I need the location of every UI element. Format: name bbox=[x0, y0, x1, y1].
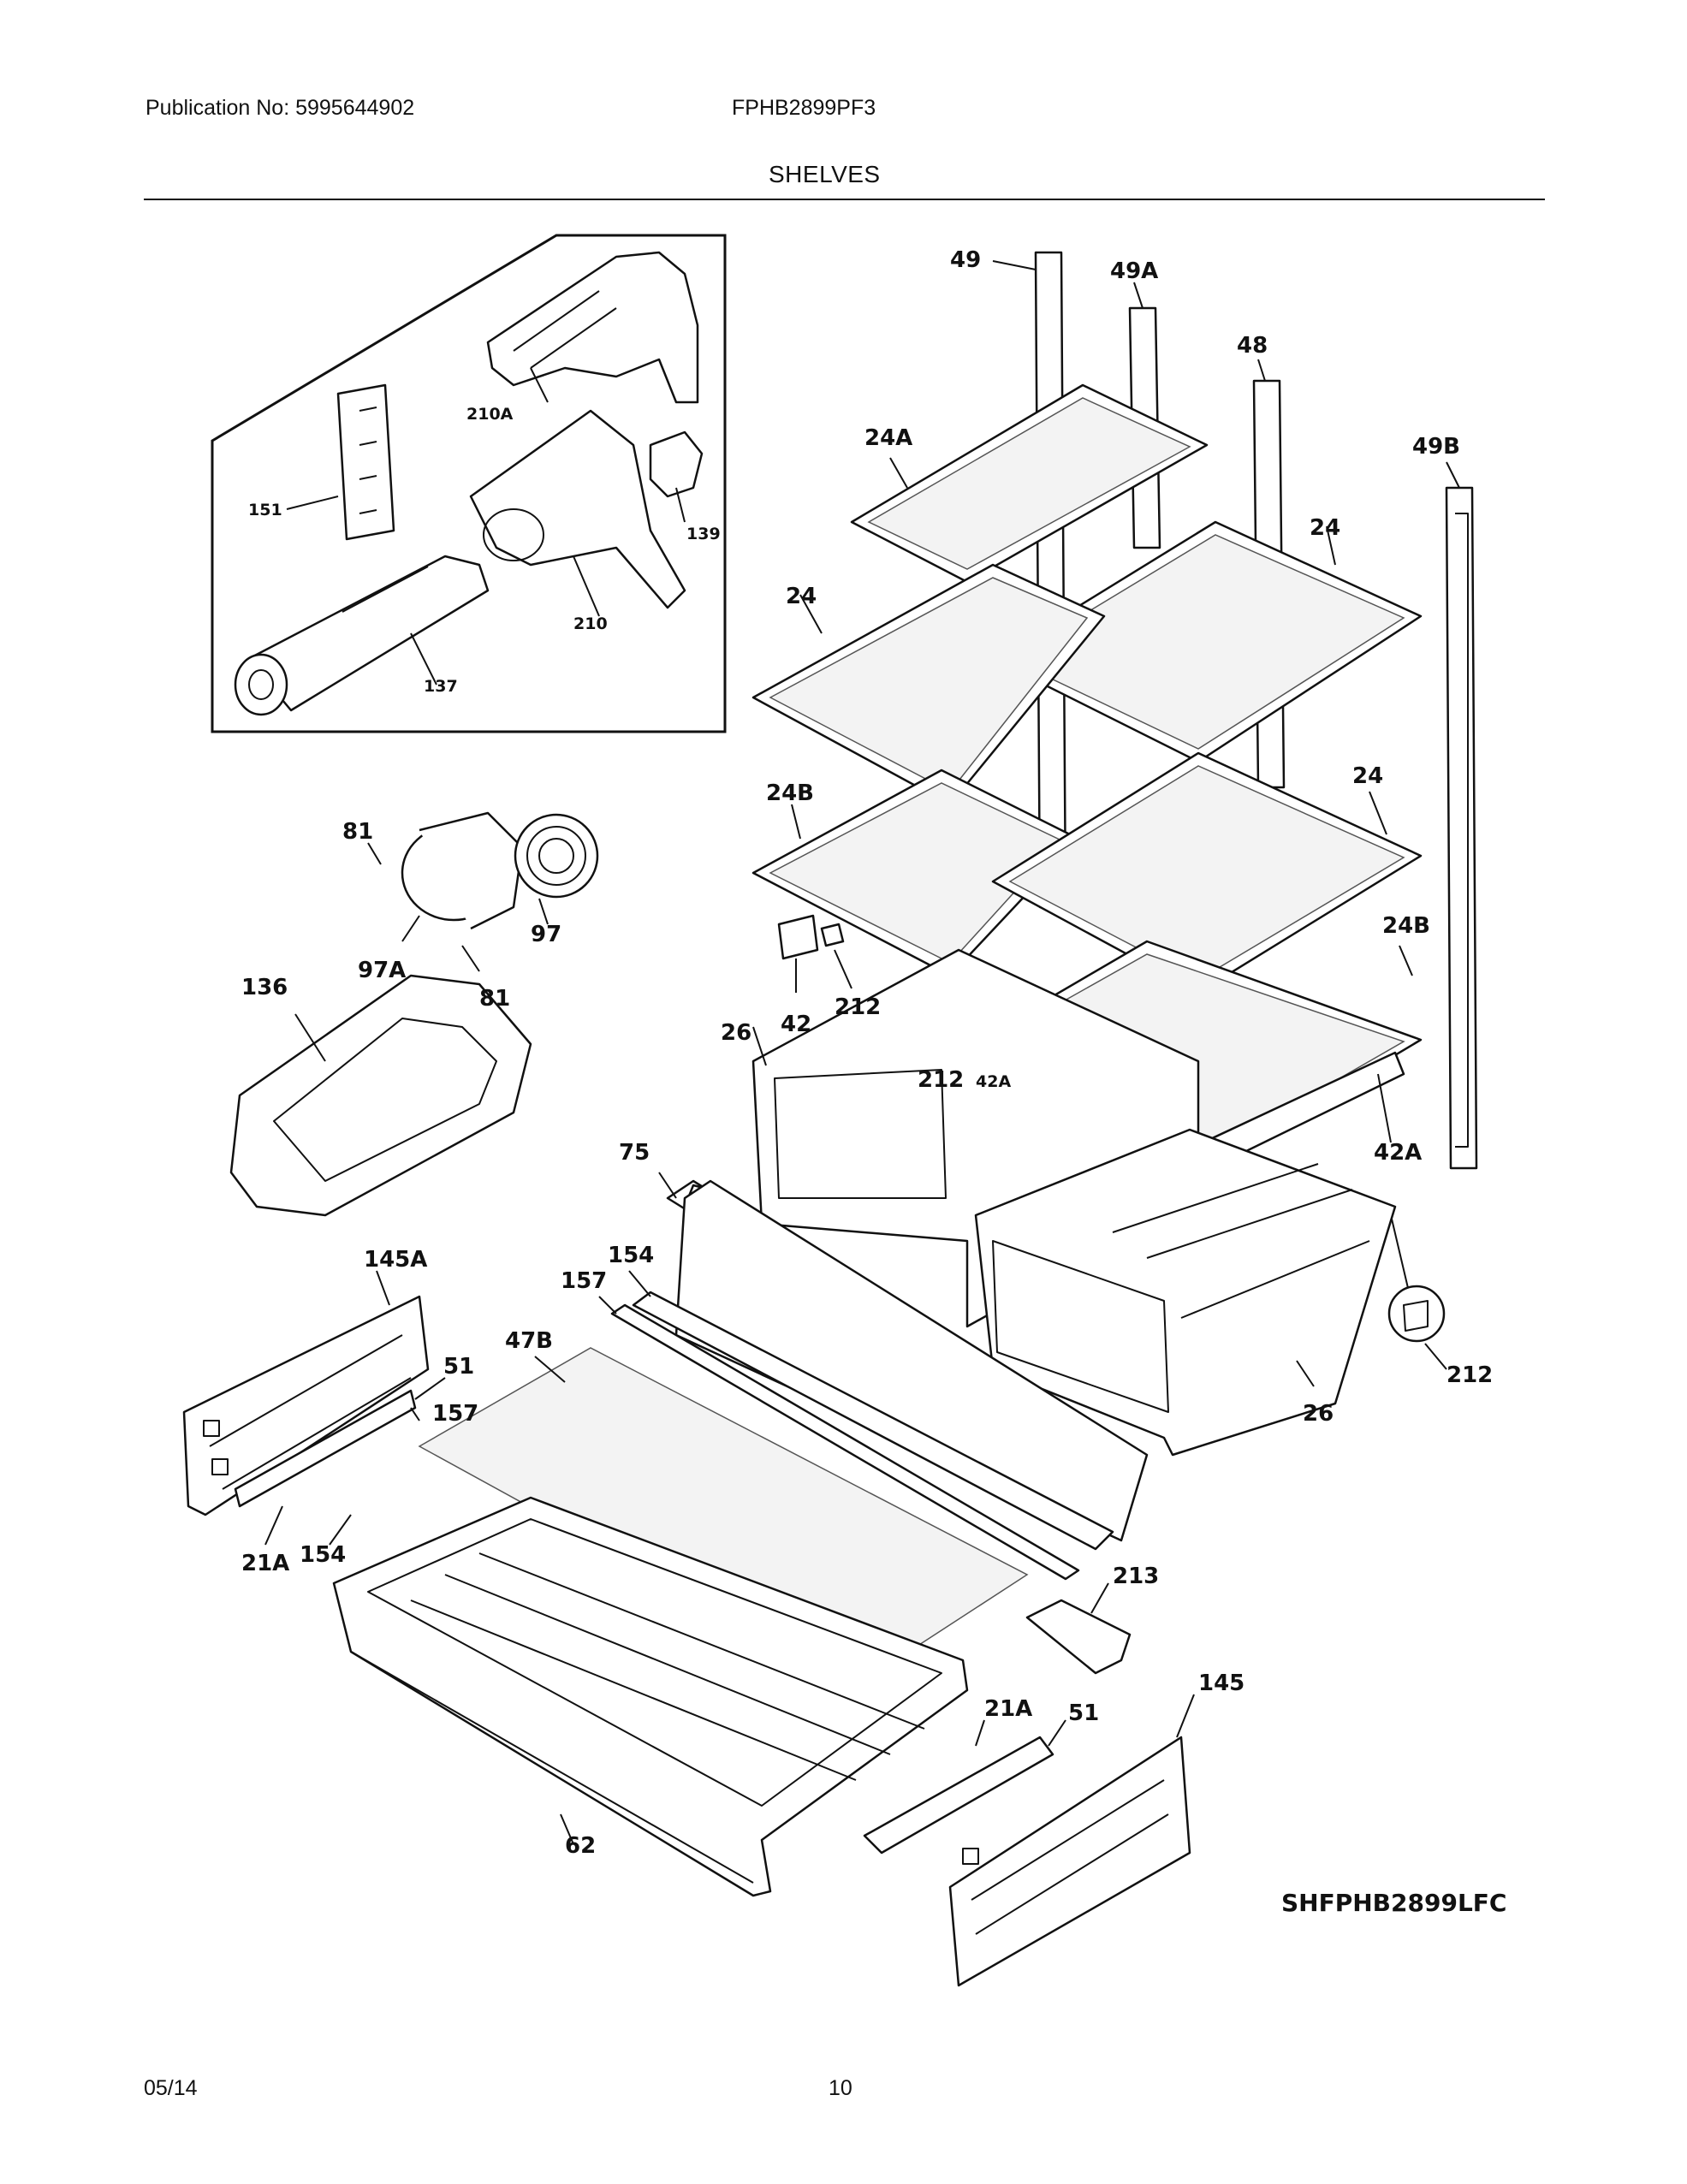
callout-97: 97 bbox=[531, 922, 561, 947]
callout-62: 62 bbox=[565, 1833, 596, 1859]
callout-24B-left: 24B bbox=[766, 780, 814, 806]
header-rule bbox=[144, 199, 1545, 200]
callout-212-b: 212 bbox=[918, 1067, 964, 1093]
callout-26-left: 26 bbox=[721, 1020, 751, 1046]
callout-42: 42 bbox=[781, 1012, 811, 1037]
slide-cover-145-part bbox=[948, 1736, 1191, 1987]
callout-51-left: 51 bbox=[443, 1354, 474, 1380]
slide-cover-145A-part bbox=[182, 1295, 430, 1516]
callout-49: 49 bbox=[950, 247, 981, 273]
callout-49B: 49B bbox=[1412, 434, 1460, 460]
callout-212-right: 212 bbox=[1446, 1362, 1493, 1388]
callout-81-top: 81 bbox=[342, 819, 373, 845]
callout-24B-right: 24B bbox=[1382, 913, 1430, 939]
clip-212-part bbox=[820, 923, 845, 947]
callout-24-top-right: 24 bbox=[1310, 515, 1340, 541]
water-filter-cartridge-part bbox=[247, 555, 490, 712]
callout-24-mid-right: 24 bbox=[1352, 763, 1383, 789]
callout-210: 210 bbox=[573, 614, 608, 633]
section-title: SHELVES bbox=[769, 161, 881, 187]
crisper-drawers bbox=[751, 948, 1397, 1457]
trim-157-part bbox=[610, 1303, 1080, 1581]
pantry-cover-assembly bbox=[418, 1172, 1149, 1687]
water-valve-part bbox=[649, 430, 704, 498]
slide-assembly-left bbox=[182, 1270, 446, 1546]
rail-49B-part bbox=[1445, 486, 1478, 1170]
callout-49A: 49A bbox=[1110, 258, 1158, 284]
callout-47B: 47B bbox=[505, 1328, 553, 1354]
rail-49-part bbox=[1034, 251, 1067, 909]
trim-154-part bbox=[632, 1291, 1114, 1551]
model-number: FPHB2899PF3 bbox=[732, 96, 876, 120]
fan-assembly bbox=[367, 811, 599, 972]
callout-157-left: 157 bbox=[432, 1401, 478, 1427]
water-filter-inset bbox=[211, 234, 727, 733]
callout-212-a: 212 bbox=[835, 994, 881, 1020]
callout-21A-right: 21A bbox=[984, 1696, 1032, 1722]
callout-48: 48 bbox=[1237, 333, 1268, 359]
diagram-code: SHFPHB2899LFC bbox=[1281, 1889, 1506, 1917]
callout-210A: 210A bbox=[466, 405, 514, 424]
callout-24A: 24A bbox=[864, 425, 912, 451]
door-bin-136 bbox=[229, 974, 532, 1217]
footer-date: 05/14 bbox=[144, 2076, 198, 2100]
callout-75: 75 bbox=[619, 1140, 650, 1166]
callout-145A: 145A bbox=[364, 1247, 427, 1273]
callout-213: 213 bbox=[1113, 1564, 1159, 1589]
callout-51-right: 51 bbox=[1068, 1700, 1099, 1726]
callout-157-top: 157 bbox=[561, 1268, 607, 1294]
callout-97A: 97A bbox=[358, 958, 406, 983]
clip-212-detail-part bbox=[1387, 1285, 1446, 1343]
freezer-basket bbox=[332, 1496, 969, 1897]
bracket-213-part bbox=[1025, 1599, 1132, 1675]
callout-26-right: 26 bbox=[1303, 1401, 1334, 1427]
callout-labels: 49 49A 48 49B 24A 24 24 24 24B 24B 42 21… bbox=[241, 247, 1506, 1917]
callout-136: 136 bbox=[241, 975, 288, 1000]
filter-housing-cover-part bbox=[486, 251, 699, 404]
callout-42A-right: 42A bbox=[1374, 1140, 1422, 1166]
slide-51-left-part bbox=[234, 1389, 417, 1508]
callout-154-left: 154 bbox=[300, 1542, 346, 1568]
slide-assembly-right bbox=[863, 1694, 1195, 1987]
slide-51-right-part bbox=[863, 1736, 1054, 1855]
footer-page-number: 10 bbox=[829, 2076, 852, 2100]
callout-24-left: 24 bbox=[786, 584, 817, 609]
filter-head-part bbox=[469, 409, 686, 609]
callout-145: 145 bbox=[1198, 1671, 1244, 1696]
publication-number: Publication No: 5995644902 bbox=[146, 96, 415, 120]
callout-154-top: 154 bbox=[608, 1243, 654, 1268]
bracket-213 bbox=[1025, 1582, 1132, 1675]
callout-137: 137 bbox=[424, 677, 458, 696]
glass-shelves bbox=[751, 383, 1423, 1174]
bracket-42-part bbox=[777, 914, 819, 960]
callout-81-bottom: 81 bbox=[479, 986, 510, 1012]
door-bin-part bbox=[229, 974, 532, 1217]
filter-door-part bbox=[336, 383, 395, 541]
callout-21A-left: 21A bbox=[241, 1551, 289, 1576]
callout-151: 151 bbox=[248, 501, 282, 519]
callout-42A-mid: 42A bbox=[976, 1072, 1011, 1091]
callout-139: 139 bbox=[686, 525, 721, 543]
